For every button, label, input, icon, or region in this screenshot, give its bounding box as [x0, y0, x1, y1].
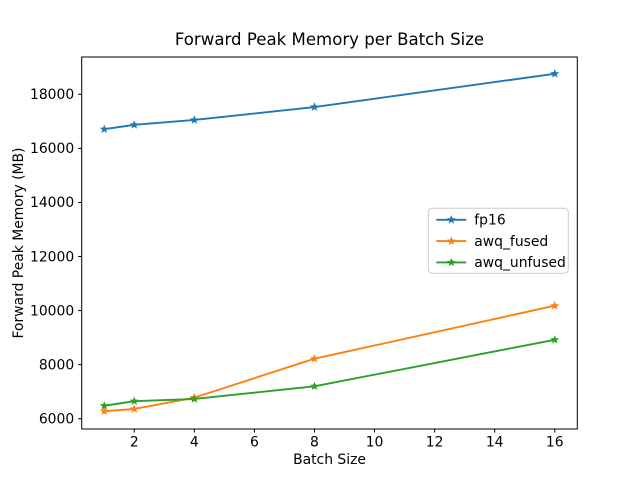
x-tick-label: 8 [310, 435, 319, 451]
series-marker-fp16 [129, 120, 139, 129]
series-marker-awq_fused [129, 404, 139, 413]
y-tick-label: 16000 [30, 141, 74, 157]
legend-marker-awq_unfused [446, 257, 456, 267]
series-marker-awq_fused [310, 354, 319, 363]
x-tick-label: 14 [486, 435, 504, 451]
series-marker-fp16 [99, 124, 109, 133]
series-marker-fp16 [310, 102, 319, 111]
series-marker-fp16 [550, 69, 560, 78]
series-marker-awq_fused [550, 301, 560, 310]
axes-frame [81, 56, 578, 430]
series-marker-awq_unfused [310, 381, 319, 391]
x-tick-label: 6 [250, 435, 259, 451]
y-tick-label: 14000 [30, 195, 74, 211]
chart-title: Forward Peak Memory per Batch Size [175, 30, 484, 49]
series-marker-awq_fused [99, 406, 109, 415]
y-tick-label: 10000 [30, 303, 74, 319]
series-marker-awq_unfused [189, 394, 199, 403]
series-marker-awq_unfused [99, 401, 109, 410]
legend-marker-fp16 [446, 215, 456, 224]
y-tick-label: 18000 [30, 87, 74, 103]
legend-label-awq_fused: awq_fused [474, 234, 548, 250]
x-tick-label: 4 [190, 435, 199, 451]
legend-box [427, 207, 569, 274]
series-marker-awq_unfused [550, 335, 560, 344]
y-tick-label: 8000 [39, 357, 74, 373]
x-tick-label: 10 [366, 435, 384, 451]
legend-label-fp16: fp16 [474, 213, 505, 229]
x-tick-label: 12 [426, 435, 444, 451]
y-tick-label: 6000 [39, 412, 74, 428]
y-axis-label: Forward Peak Memory (MB) [11, 148, 27, 339]
series-marker-awq_unfused [129, 396, 139, 405]
x-tick-label: 2 [130, 435, 139, 451]
y-tick-label: 12000 [30, 249, 74, 265]
x-axis-label: Batch Size [293, 452, 366, 468]
legend-label-awq_unfused: awq_unfused [474, 255, 566, 271]
x-tick-label: 16 [546, 435, 564, 451]
legend-marker-awq_fused [446, 236, 456, 245]
series-marker-fp16 [189, 115, 199, 124]
